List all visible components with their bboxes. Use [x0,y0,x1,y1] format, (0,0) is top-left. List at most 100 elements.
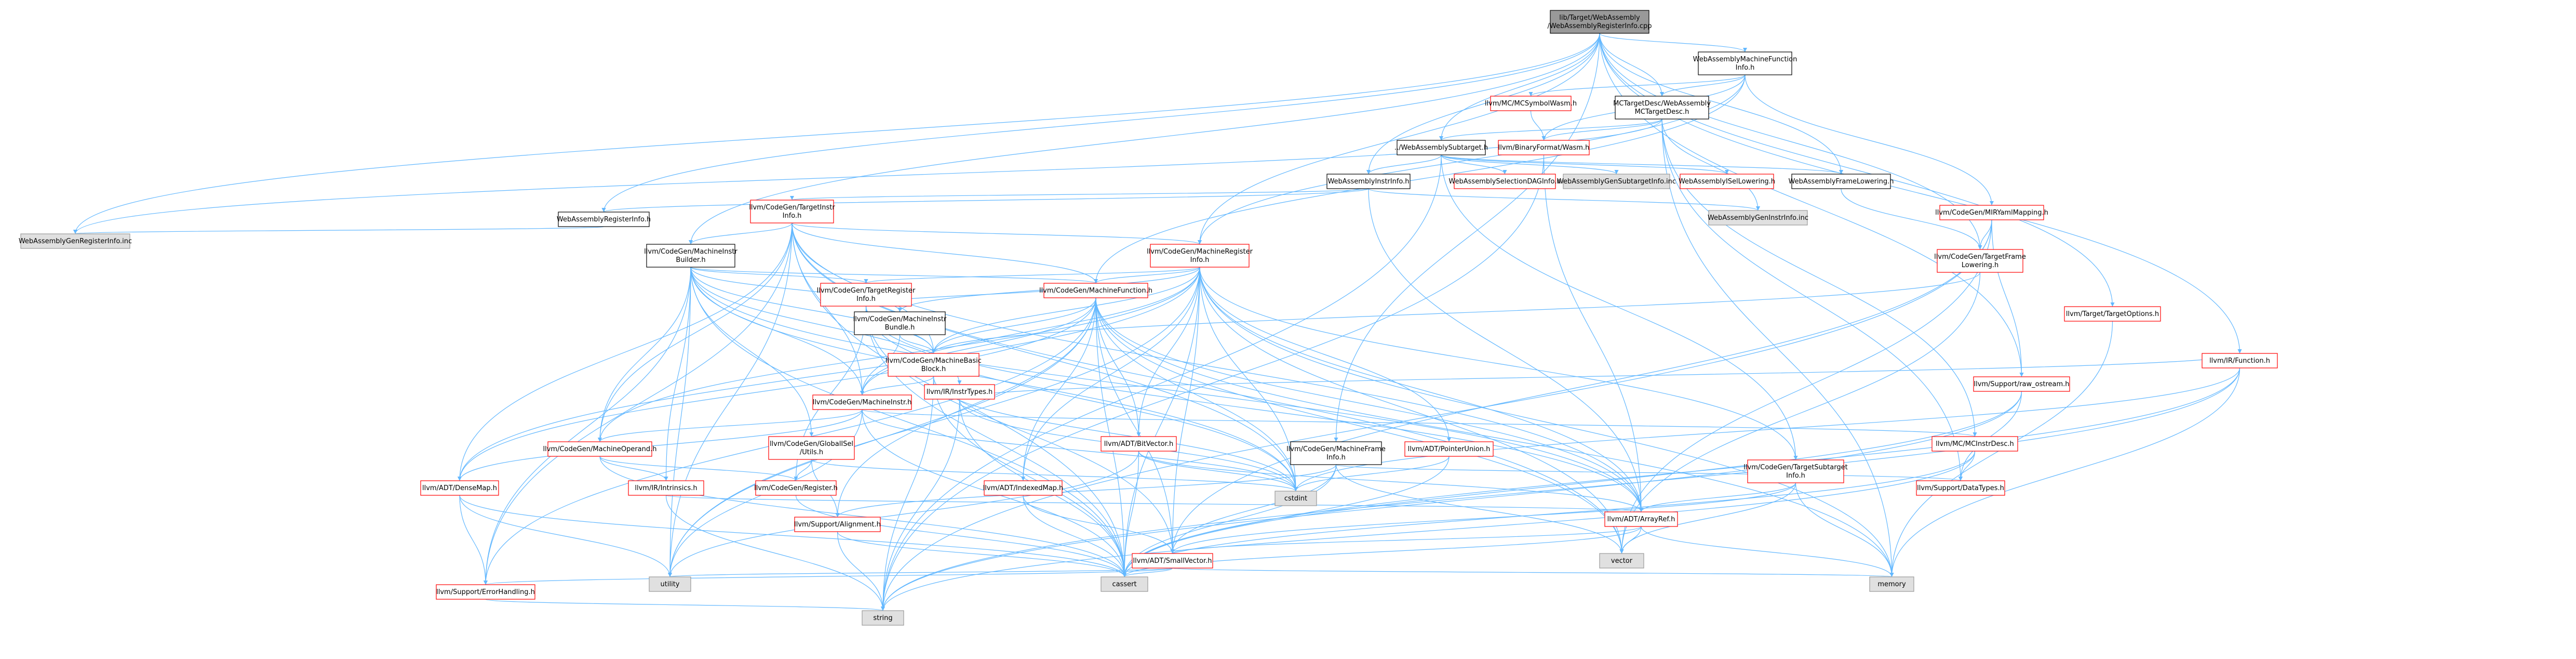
edge-mri-to-tsi [1199,267,1796,460]
edge-mri-to-cassert [1124,267,1200,577]
node-irinstr[interactable]: llvm/IR/InstrTypes.h [924,384,995,400]
node-box [1454,174,1556,189]
edge-mib-to-utility [669,267,691,577]
node-errh[interactable]: llvm/Support/ErrorHandling.h [436,584,535,600]
edge-arrowhead-root-to-topts [2110,302,2115,307]
node-label: memory [1877,581,1906,588]
edge-arrowhead-mfi-to-mcsym [1528,92,1533,96]
edge-root-to-subtarget [1441,33,1600,141]
node-box [1397,140,1486,155]
node-instrinfo[interactable]: WebAssemblyInstrInfo.h [1326,174,1411,189]
edge-mi-to-mcinstrdesc [862,409,1976,437]
edge-smallvec-to-errh [485,568,1173,585]
node-bitvec[interactable]: llvm/ADT/BitVector.h [1101,436,1177,452]
node-box [20,233,130,249]
node-box [1404,441,1494,457]
node-mi[interactable]: llvm/CodeGen/MachineInstr.h [812,394,912,410]
edge-mib-to-mop [599,267,691,442]
node-arrayref[interactable]: llvm/ADT/ArrayRef.h [1604,511,1678,527]
node-label: llvm/ADT/SmallVector.h [1133,557,1212,565]
node-indexmap[interactable]: llvm/ADT/IndexedMap.h [983,480,1064,496]
edge-irmap-to-string [882,219,1992,611]
edge-smallvec-to-memory [1172,568,1893,577]
node-label: llvm/Support/Alignment.h [794,521,881,529]
node-label: /Utils.h [800,449,823,456]
edge-arrowhead-mib-to-irinstr [957,380,962,385]
node-irfunc[interactable]: llvm/IR/Function.h [2202,353,2278,368]
node-label: Info.h [1736,64,1755,72]
edge-arrowhead-mf-to-indexmap [1021,477,1025,481]
edge-arrayref-to-memory [1641,526,1893,577]
node-densemap[interactable]: llvm/ADT/DenseMap.h [420,480,499,496]
node-framelow[interactable]: WebAssemblyFrameLowering.h [1789,174,1894,189]
node-irmap[interactable]: llvm/CodeGen/MIRYamlMapping.h [1935,205,2048,220]
edge-tii-to-utility [669,222,793,577]
node-box [1498,140,1590,155]
node-mcsym[interactable]: llvm/MC/MCSymbolWasm.h [1485,96,1577,111]
node-label: ../WebAssemblySubtarget.h [1394,144,1488,152]
node-seldag[interactable]: WebAssemblySelectionDAGInfo.h [1448,174,1561,189]
node-intrinsics[interactable]: llvm/IR/Intrinsics.h [628,480,704,496]
edge-arrowhead-topts-to-memory [1889,573,1894,577]
edge-tsi-to-arrayref [1641,482,1796,512]
edge-arrowhead-instrinfo-to-geninstr [1756,206,1760,210]
edge-arrowhead-mri-to-tri [864,279,868,283]
node-isellow[interactable]: WebAssemblyISelLowering.h [1679,174,1775,189]
node-reginfo[interactable]: WebAssemblyRegisterInfo.h [557,212,651,227]
node-label: llvm/CodeGen/MachineInstr [853,315,947,323]
node-label: llvm/MC/MCInstrDesc.h [1936,440,2014,448]
node-cgreg[interactable]: llvm/CodeGen/Register.h [754,480,838,496]
node-label: WebAssemblyGenInstrInfo.inc [1708,214,1808,222]
edge-arrowhead-irinstr-to-irfunc [2237,349,2242,353]
edge-arrowhead-mbb-to-mi [860,391,864,395]
node-label: WebAssemblyGenRegisterInfo.inc [19,238,132,245]
node-label: Bundle.h [885,324,915,332]
node-gensub: WebAssemblyGenSubtargetInfo.inc [1557,174,1676,189]
edge-binwasm-to-arrayref [1543,154,1642,512]
edge-arrowhead-smallvec-to-errh [484,581,488,585]
node-globutil[interactable]: llvm/CodeGen/GlobalISel/Utils.h [768,436,855,460]
node-mop[interactable]: llvm/CodeGen/MachineOperand.h [543,441,657,457]
node-label: llvm/CodeGen/MachineBasic [886,357,982,365]
edge-mfinfo-to-datatypes [1335,464,1961,481]
node-memory: memory [1869,576,1914,592]
edge-arrowhead-irmap-to-tfl [1978,245,1982,249]
edge-mi-to-cstdint [862,409,1296,492]
node-datatypes[interactable]: llvm/Support/DataTypes.h [1916,480,2005,496]
edge-tii-to-cstdint [791,222,1296,492]
node-subtarget[interactable]: ../WebAssemblySubtarget.h [1394,140,1488,155]
node-box [547,441,652,457]
edge-rawos-to-cassert [1124,391,2022,577]
node-label: Info.h [1326,454,1346,462]
node-binwasm[interactable]: llvm/BinaryFormat/Wasm.h [1498,140,1590,155]
node-label: llvm/Target/TargetOptions.h [2066,310,2159,318]
edge-arrowhead-subtarget-to-instrinfo [1366,170,1371,174]
node-smallvec[interactable]: llvm/ADT/SmallVector.h [1132,553,1213,569]
node-mcinstrdesc[interactable]: llvm/MC/MCInstrDesc.h [1931,436,2018,452]
edge-errh-to-string [485,599,883,611]
node-root[interactable]: lib/Target/WebAssembly/WebAssemblyRegist… [1547,10,1652,34]
edge-irmap-to-rawos [1991,219,2022,377]
edge-densemap-to-errh [459,495,486,585]
node-ptrunion[interactable]: llvm/ADT/PointerUnion.h [1404,441,1494,457]
edge-root-to-mctd [1599,33,1662,97]
node-mf[interactable]: llvm/CodeGen/MachineFunction.h [1039,283,1152,298]
node-topts[interactable]: llvm/Target/TargetOptions.h [2064,306,2161,322]
node-align[interactable]: llvm/Support/Alignment.h [794,517,881,532]
edge-mfi-to-mctd [1661,74,1746,97]
node-label: llvm/IR/Intrinsics.h [635,484,697,492]
edge-mib-to-globutil [690,267,812,437]
node-rawos[interactable]: llvm/Support/raw_ostream.h [1973,376,2070,392]
edge-framelow-to-tfl [1841,188,1981,250]
